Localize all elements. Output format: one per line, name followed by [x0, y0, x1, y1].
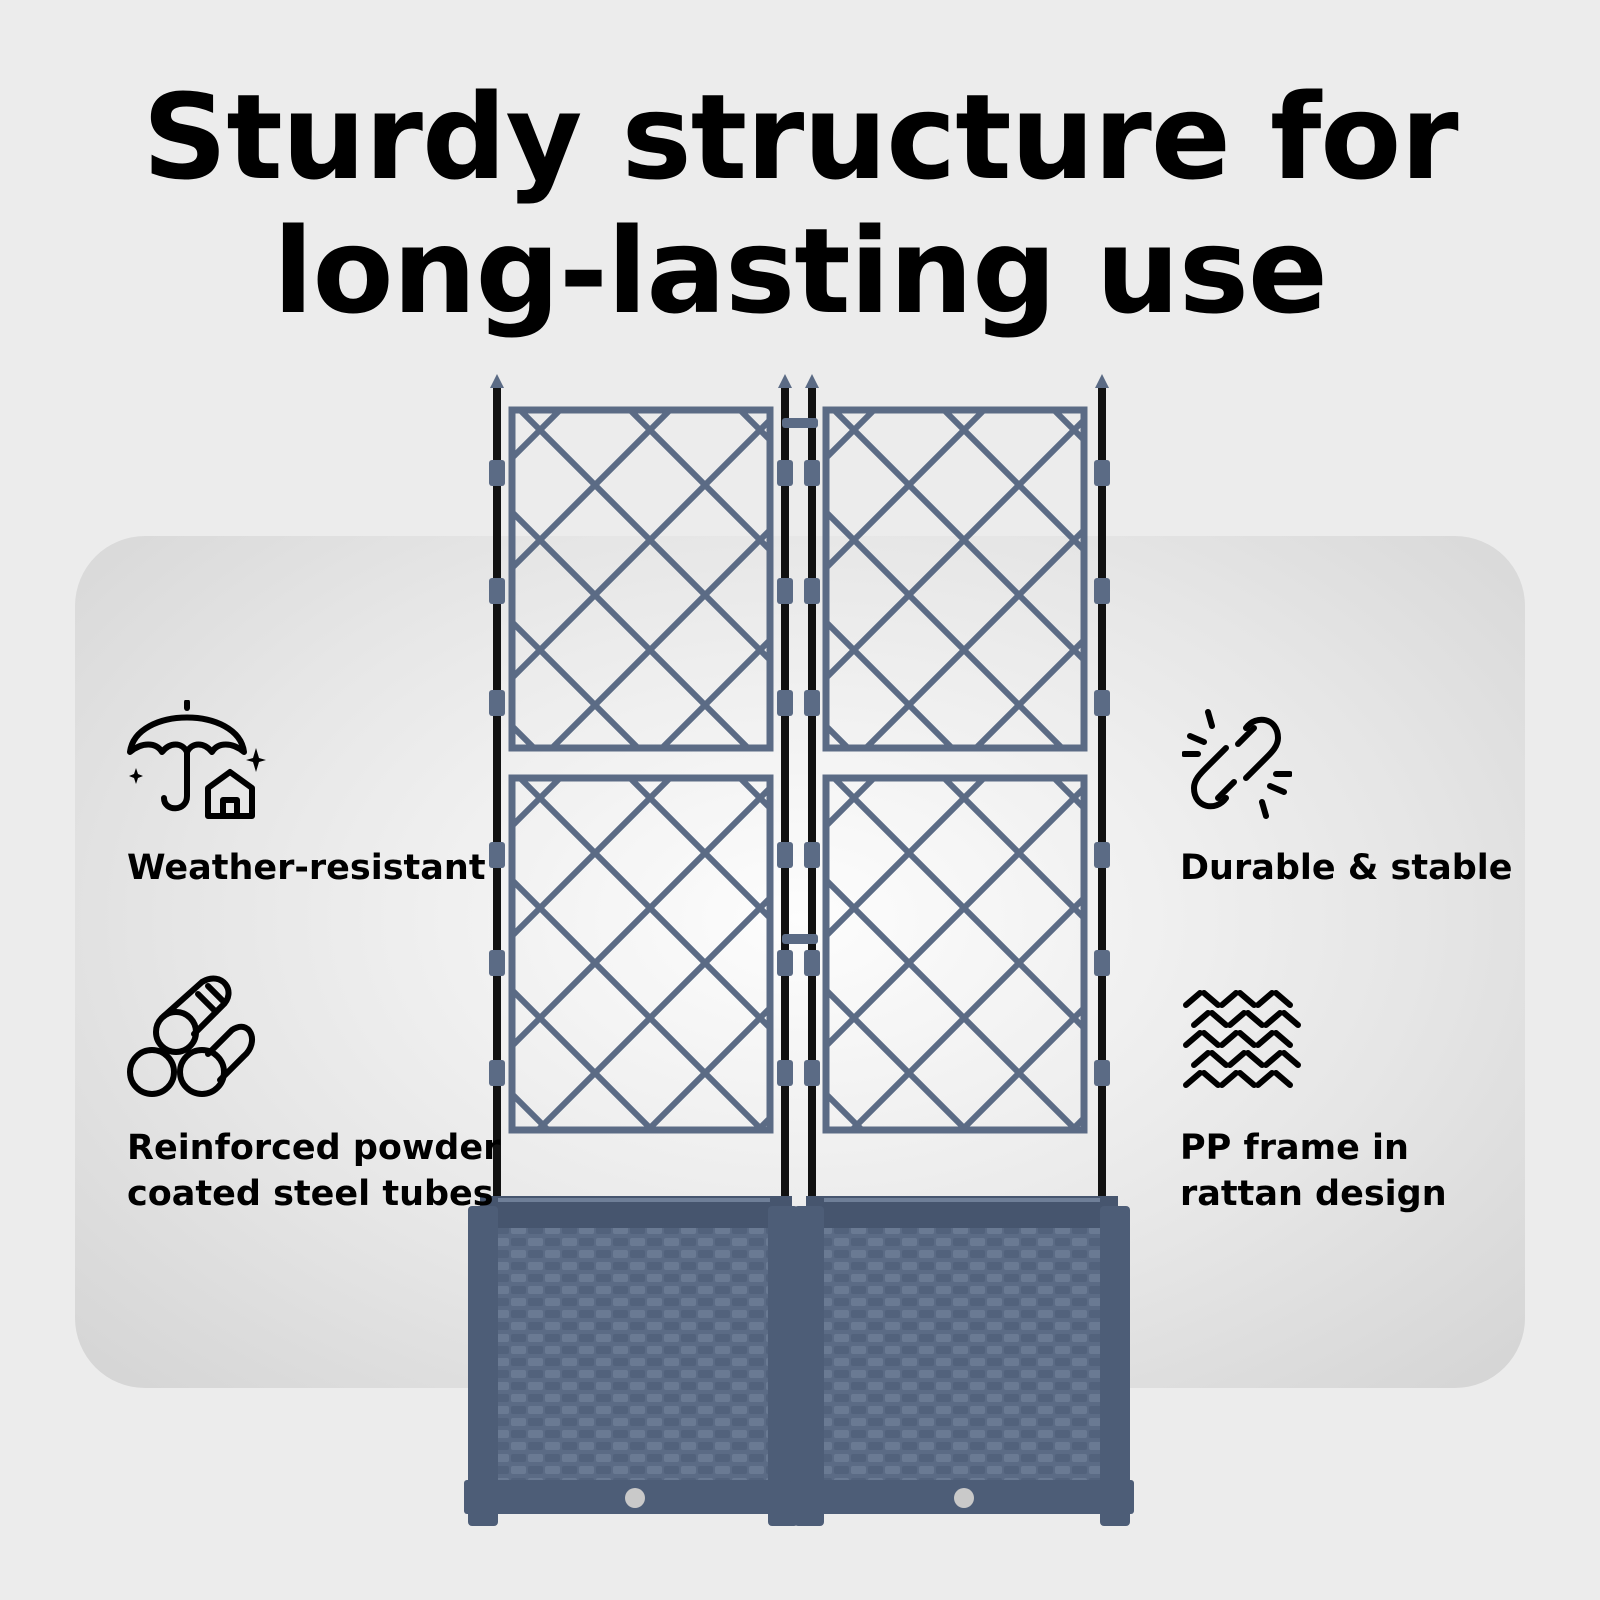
umbrella-house-icon — [127, 700, 266, 819]
feature-label-line-1: PP frame in — [1180, 1128, 1409, 1168]
page-title-line-1: Sturdy structure for — [142, 68, 1458, 206]
feature-label: Weather-resistant — [127, 848, 486, 888]
planter-boxes — [464, 1196, 1134, 1526]
page-title-line-2: long-lasting use — [273, 202, 1328, 340]
steel-tubes — [490, 374, 1109, 1204]
trellis-frames — [508, 406, 1088, 1134]
feature-label-line-1: Reinforced powder — [127, 1128, 501, 1168]
feature-label: Durable & stable — [1180, 848, 1513, 888]
feature-label-line-2: coated steel tubes — [127, 1174, 494, 1214]
feature-label: Reinforced powder coated steel tubes — [127, 1125, 500, 1217]
rattan-weave-icon — [1183, 990, 1301, 1088]
tube-clips — [489, 418, 1110, 1086]
page-title: Sturdy structure for long-lasting use — [0, 70, 1600, 338]
feature-label-line-2: rattan design — [1180, 1174, 1447, 1214]
feature-label: PP frame in rattan design — [1180, 1125, 1447, 1217]
broken-chain-link-icon — [1182, 709, 1292, 819]
steel-tubes-icon — [127, 975, 255, 1097]
